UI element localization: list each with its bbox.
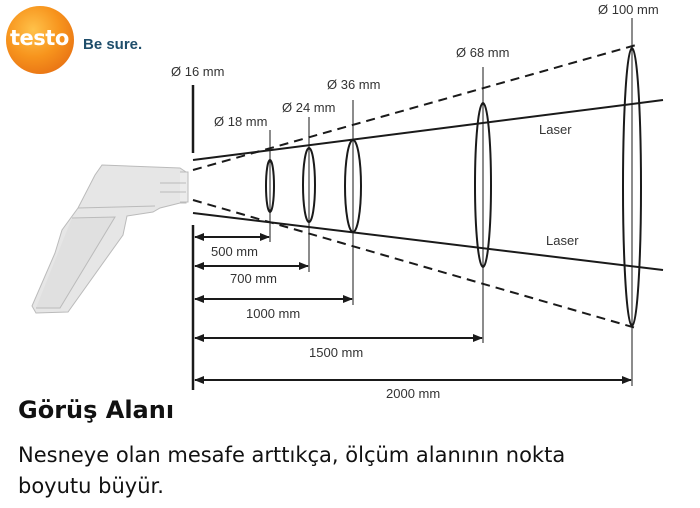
laser-line-bottom xyxy=(192,212,664,271)
laser-line-top xyxy=(192,99,664,161)
label-d36: Ø 36 mm xyxy=(327,77,380,92)
label-d16: Ø 16 mm xyxy=(171,64,224,79)
label-d100: Ø 100 mm xyxy=(598,2,659,17)
infrared-thermometer-icon xyxy=(31,164,189,314)
cone-edge-bottom xyxy=(192,199,637,329)
logo-orange-ball xyxy=(6,6,74,74)
label-2000mm: 2000 mm xyxy=(386,386,440,400)
label-500mm: 500 mm xyxy=(211,244,258,259)
label-laser-bottom: Laser xyxy=(546,233,579,248)
label-1000mm: 1000 mm xyxy=(246,306,300,321)
logo-slogan: Be sure. xyxy=(83,36,143,53)
label-laser-top: Laser xyxy=(539,122,572,137)
label-d18: Ø 18 mm xyxy=(214,114,267,129)
label-700mm: 700 mm xyxy=(230,271,277,286)
label-1500mm: 1500 mm xyxy=(309,345,363,360)
label-d24: Ø 24 mm xyxy=(282,100,335,115)
testo-logo: testo Be sure. xyxy=(6,6,142,76)
label-d68: Ø 68 mm xyxy=(456,45,509,60)
caption-title: Görüş Alanı xyxy=(18,396,175,424)
caption-description: Nesneye olan mesafe arttıkça, ölçüm alan… xyxy=(18,443,566,498)
cone-edge-top xyxy=(192,44,637,171)
field-of-view-diagram: Ø 16 mm Ø 18 mm Ø 24 mm Ø 36 mm Ø 68 mm … xyxy=(31,2,664,400)
logo-text: testo xyxy=(10,26,69,50)
